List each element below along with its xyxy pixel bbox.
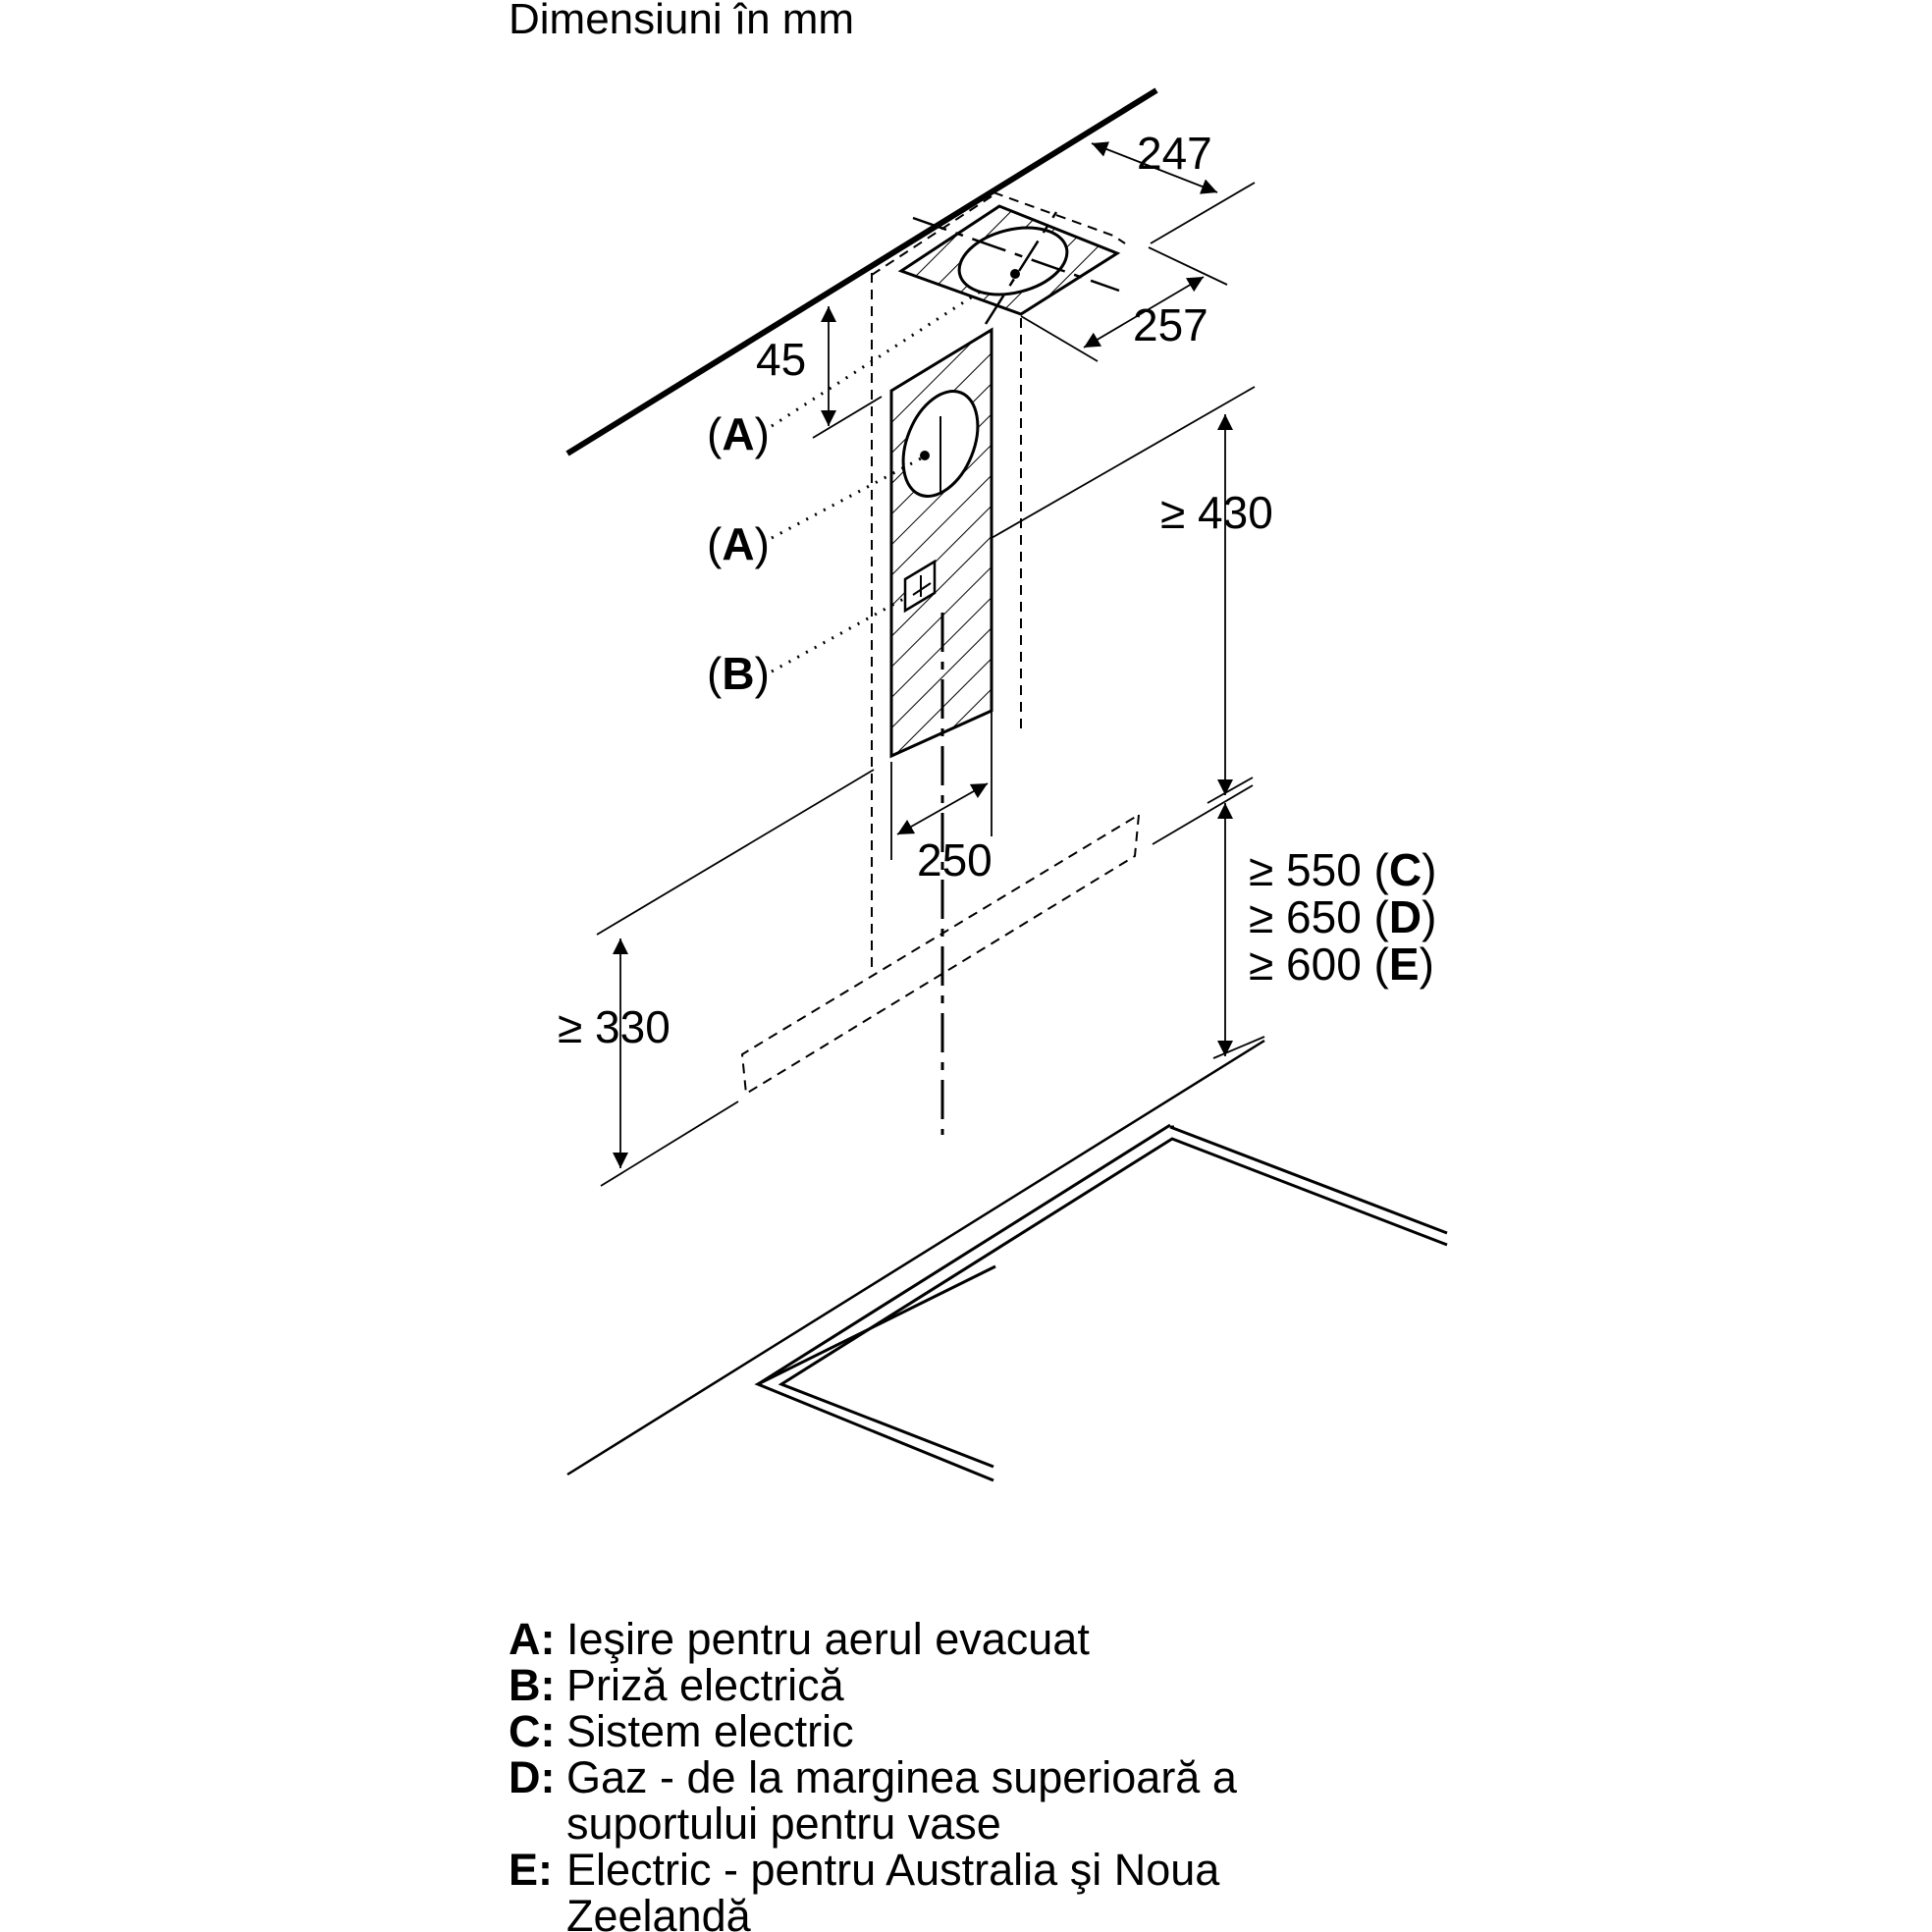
legend-item-b: B: Priză electrică <box>509 1660 844 1710</box>
legend-item-e: E: Electric - pentru Australia şi Noua Z… <box>509 1845 1220 1932</box>
dimension-330: ≥ 330 <box>558 1001 671 1052</box>
dimension-247: 247 <box>1137 128 1212 179</box>
dimension-45: 45 <box>756 334 807 385</box>
ceiling-duct-center <box>1010 269 1020 279</box>
dimension-600-e: ≥ 600 (E) <box>1249 939 1434 990</box>
dimension-430: ≥ 430 <box>1160 487 1273 538</box>
callout-b-socket: (B) <box>707 648 770 699</box>
legend-item-d: D: Gaz - de la marginea superioară a sup… <box>509 1752 1237 1849</box>
ceiling-line <box>565 87 1158 456</box>
dimension-550-c: ≥ 550 (C) <box>1249 844 1437 895</box>
callout-a-ceiling: (A) <box>707 408 770 459</box>
hob-outer <box>754 1264 996 1482</box>
dimension-250: 250 <box>917 834 993 886</box>
legend-item-c: C: Sistem electric <box>509 1706 854 1756</box>
legend-item-a: A: Ieşire pentru aerul evacuat <box>509 1614 1090 1664</box>
callout-a-wall: (A) <box>707 518 770 569</box>
dimension-257: 257 <box>1133 299 1208 350</box>
hob-inner <box>778 1137 1448 1469</box>
page-title: Dimensiuni în mm <box>509 0 855 43</box>
worktop-line <box>566 1039 1265 1476</box>
hood-outline <box>740 814 1140 1096</box>
dimension-650-d: ≥ 650 (D) <box>1249 891 1437 942</box>
legend: A: Ieşire pentru aerul evacuat B: Priză … <box>509 1616 1293 1932</box>
